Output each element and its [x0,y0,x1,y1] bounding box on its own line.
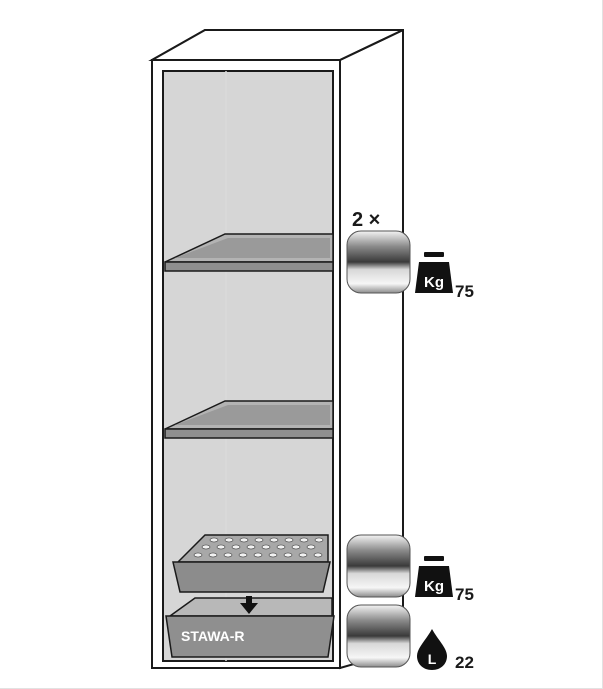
grid-load-unit: Kg [424,578,444,595]
sump-tray [165,597,335,658]
shelf-lower [164,400,334,439]
shelf-quantity: 2 × [352,209,380,231]
tray-label: STAWA-R [181,628,245,644]
shelf-upper [164,233,334,272]
sump-capacity-value: 22 [455,653,474,672]
grid-load-value: 75 [455,585,474,604]
sump-capacity-unit: L [428,651,437,667]
arrow-down-icon [240,596,258,614]
grid-badge-cylinder [346,534,411,598]
shelf-load-value: 75 [455,282,474,301]
perforated-insert [172,534,331,593]
liquid-drop-icon: L [417,629,447,670]
weight-kg-icon: Kg [415,252,453,293]
weight-kg-icon: Kg [415,556,453,597]
shelf-load-unit: Kg [424,274,444,291]
shelf-badge-cylinder [346,230,411,294]
sump-badge-cylinder [346,604,411,668]
insert-holes [193,537,324,558]
